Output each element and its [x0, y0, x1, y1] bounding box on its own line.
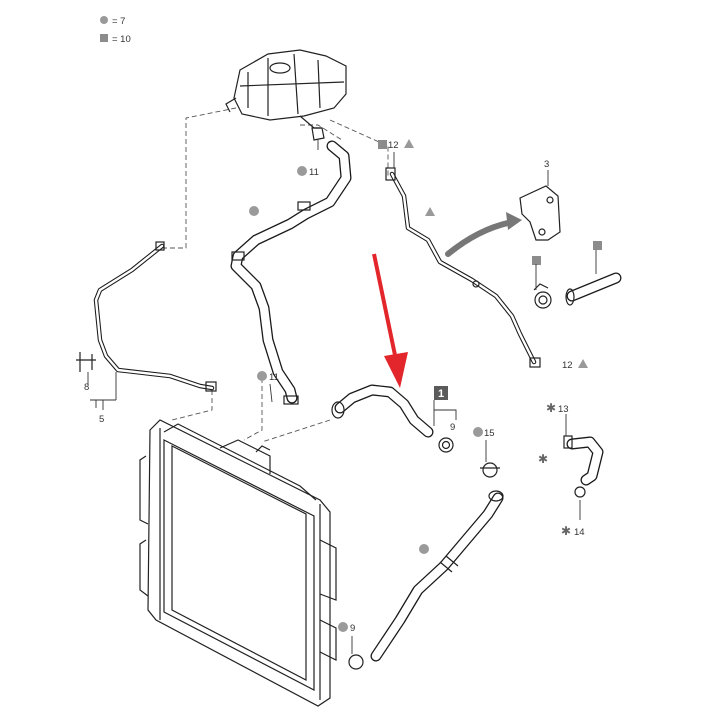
red-indicator-arrow: [372, 253, 408, 388]
marker-circle: [419, 544, 429, 554]
expansion-tank: [225, 49, 347, 129]
legend-circle-marker: [100, 16, 108, 24]
marker-square: [593, 241, 602, 250]
callout-9: 9: [450, 422, 455, 433]
marker-circle: [297, 166, 307, 176]
dashed-connections: [160, 107, 389, 443]
legend-circle-text: = 7: [112, 16, 125, 27]
callout-9: 9: [350, 623, 355, 634]
legend: = 7 = 10: [100, 16, 131, 45]
callout-12: 12: [562, 360, 573, 371]
marker-circle: [473, 427, 483, 437]
callout-11: 11: [269, 372, 279, 383]
part-1-box: [434, 386, 448, 400]
callout-11: 11: [309, 167, 319, 178]
marker-square: [378, 140, 387, 149]
callout-12: 12: [388, 140, 399, 151]
callout-markers: ✱ ✱ ✱: [249, 139, 602, 632]
callout-14: 14: [574, 527, 585, 538]
marker-square: [532, 256, 541, 265]
lower-radiator-hose: [348, 462, 504, 670]
bracket-arrow: [445, 212, 522, 257]
marker-star: ✱: [538, 452, 548, 466]
right-pipe: [385, 167, 541, 368]
callout-8: 8: [84, 382, 89, 393]
marker-circle: [257, 371, 267, 381]
callout-5: 5: [99, 414, 104, 425]
short-hose: [533, 272, 622, 309]
part-1-label: 1: [438, 388, 444, 400]
callout-labels: 3 5 8 9 9 11 11 12 12 13 14 15 1: [84, 140, 585, 634]
marker-circle: [249, 206, 259, 216]
upper-left-hose: [230, 127, 352, 405]
marker-triangle: [425, 207, 435, 216]
legend-square-text: = 10: [112, 34, 131, 45]
marker-star: ✱: [546, 401, 556, 415]
callout-13: 13: [558, 404, 569, 415]
bleed-pipe-assembly: [76, 241, 217, 410]
hose-fitting: [563, 435, 604, 498]
marker-star: ✱: [561, 524, 571, 538]
upper-radiator-hose: [331, 384, 454, 453]
legend-square-marker: [100, 34, 108, 42]
mounting-bracket: [519, 170, 561, 241]
marker-circle: [338, 622, 348, 632]
callout-15: 15: [484, 428, 495, 439]
radiator: [139, 419, 337, 707]
leader-lines: [269, 140, 597, 654]
marker-triangle: [404, 139, 414, 148]
callout-3: 3: [544, 159, 549, 170]
marker-triangle: [578, 359, 588, 368]
